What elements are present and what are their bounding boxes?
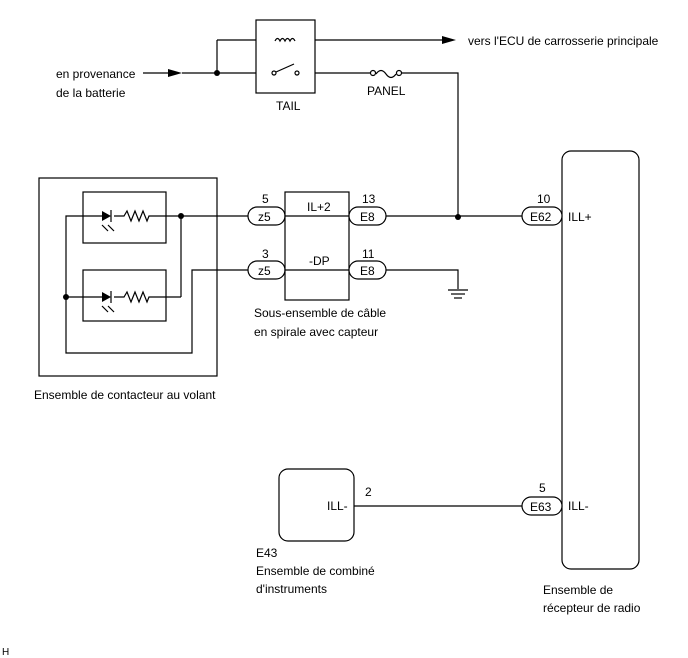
body-ecu-arrow-icon	[442, 36, 456, 44]
connector-z5-lower-code: z5	[258, 264, 271, 278]
relay-coil-icon	[274, 37, 296, 43]
lower-led-icon	[101, 291, 115, 313]
steering-switch-outer-box	[38, 177, 218, 377]
body-ecu-label: vers l'ECU de carrosserie principale	[468, 34, 659, 48]
tail-relay-box	[255, 19, 316, 94]
ill-plus-junction-dot	[455, 214, 461, 220]
combination-meter-box	[278, 468, 355, 542]
relay-contact-right	[294, 70, 300, 76]
connector-e63-pin: 5	[539, 481, 546, 495]
radio-caption-line2: récepteur de radio	[543, 601, 641, 615]
lower-output-wire	[65, 269, 248, 354]
fuse-end-left	[369, 69, 377, 77]
connector-z5-upper: z5 5	[247, 192, 286, 226]
led-common-wire	[65, 215, 102, 298]
connector-e63: E63 5	[521, 481, 563, 516]
steering-switch-assembly: Ensemble de contacteur au volant	[34, 177, 248, 402]
connector-e62-code: E62	[530, 210, 552, 224]
battery-label-line2: de la batterie	[56, 86, 126, 100]
connector-e8-upper-code: E8	[360, 210, 375, 224]
connector-z5-lower: z5 3	[247, 247, 286, 280]
meter-caption-line2: d'instruments	[256, 582, 327, 596]
spiral-cable-caption-line2: en spirale avec capteur	[254, 325, 378, 339]
relay-switch-icon	[275, 63, 295, 73]
spiral-cable-signal-lower: -DP	[309, 254, 330, 268]
upper-led-icon	[101, 210, 115, 232]
steering-switch-caption: Ensemble de contacteur au volant	[34, 388, 216, 402]
meter-pin: 2	[365, 485, 372, 499]
connector-e8-upper-pin: 13	[362, 192, 376, 206]
lower-led-module	[82, 269, 167, 322]
ground-icon	[448, 289, 468, 299]
ground-wire	[386, 269, 459, 289]
connector-e62-pin: 10	[537, 192, 551, 206]
connector-e8-upper: E8 13	[348, 192, 387, 226]
meter-caption-line1: Ensemble de combiné	[256, 564, 375, 578]
fuse-end-right	[395, 69, 403, 77]
connector-e63-code: E63	[530, 500, 552, 514]
battery-label-line1: en provenance	[56, 67, 136, 81]
upper-resistor-icon	[114, 209, 181, 223]
connector-e8-lower-pin: 11	[362, 247, 375, 261]
combination-meter-assembly: ILL- 2 E43 Ensemble de combiné d'instrum…	[256, 468, 522, 596]
spiral-cable-signal-upper: IL+2	[307, 200, 331, 214]
panel-fuse-icon	[375, 69, 397, 79]
panel-fuse-label: PANEL	[367, 84, 406, 98]
radio-receiver-box	[561, 150, 640, 570]
spiral-cable-box	[284, 191, 350, 301]
connector-e8-lower-code: E8	[360, 264, 375, 278]
lower-resistor-icon	[114, 290, 181, 304]
connector-z5-lower-pin: 3	[262, 247, 269, 261]
connector-z5-upper-code: z5	[258, 210, 271, 224]
connector-z5-upper-pin: 5	[262, 192, 269, 206]
battery-arrow-icon	[168, 69, 182, 77]
connector-e62: E62 10	[521, 192, 563, 226]
spiral-cable-assembly: IL+2 -DP Sous-ensemble de câble en spira…	[254, 191, 386, 339]
corner-mark: H	[2, 647, 9, 658]
relay-contact-left	[271, 70, 277, 76]
radio-receiver-assembly: ILL+ ILL- Ensemble de récepteur de radio	[543, 150, 641, 615]
meter-connector-code: E43	[256, 546, 278, 560]
radio-signal-upper: ILL+	[568, 210, 592, 224]
tail-relay-label: TAIL	[276, 99, 301, 113]
upper-led-module	[82, 191, 167, 244]
spiral-cable-caption-line1: Sous-ensemble de câble	[254, 306, 386, 320]
radio-signal-lower: ILL-	[568, 499, 589, 513]
fuse-output-wire	[402, 72, 459, 217]
meter-signal: ILL-	[327, 499, 348, 513]
connector-e8-lower: E8 11	[348, 247, 387, 280]
radio-caption-line1: Ensemble de	[543, 583, 613, 597]
power-supply-section: en provenance de la batterie vers l'ECU …	[56, 19, 659, 217]
